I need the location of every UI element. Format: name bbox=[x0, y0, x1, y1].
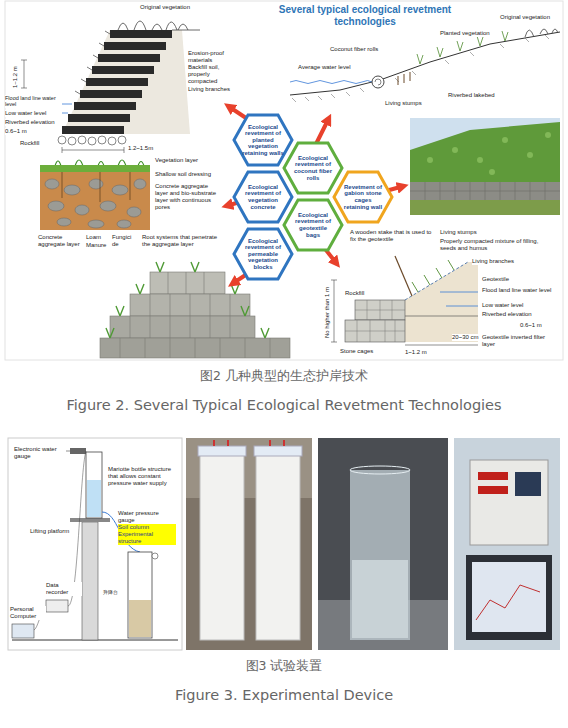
annotation-label: Manure bbox=[86, 242, 106, 249]
annotation-label: Lifting platform bbox=[30, 528, 70, 535]
figure-caption: Figure 3. Experimental Device bbox=[0, 687, 568, 703]
annotation-label: Erosion-proof materials bbox=[188, 50, 238, 64]
hexagon-label: Revetment of gabion stone cages retainin… bbox=[342, 184, 384, 210]
annotation-label: Water pressure gauge bbox=[118, 510, 176, 524]
annotation-label: 0.6~1 m bbox=[5, 128, 27, 135]
annotation-label: Original vegetation bbox=[140, 4, 190, 11]
annotation-label: Mariotte bottle structure that allows co… bbox=[108, 466, 180, 487]
annotation-label: Living stumps bbox=[440, 229, 477, 236]
annotation-label: Flood land line water level bbox=[482, 287, 558, 294]
annotation-label: Low water level bbox=[5, 110, 46, 117]
annotation-label: Rockfill bbox=[20, 140, 39, 147]
annotation-label: Geotextile inverted filter layer bbox=[482, 334, 558, 348]
hexagon-label: Ecological revetment of coconut fiber ro… bbox=[292, 155, 334, 181]
annotation-label: Root systems that penetrate the aggregat… bbox=[142, 234, 222, 248]
hexagon-node: Ecological revetment of coconut fiber ro… bbox=[282, 141, 344, 195]
hexagon-node: Ecological revetment of permeable vegeta… bbox=[232, 227, 294, 281]
hexagon-node: Ecological revetment of vegetation concr… bbox=[232, 170, 294, 224]
annotation-label: Data recorder bbox=[46, 582, 82, 596]
annotation-label: Average water level bbox=[298, 64, 351, 71]
annotation-label: 1~1.2 m bbox=[12, 66, 19, 88]
annotation-label: 1.2~1.5m bbox=[128, 145, 153, 152]
annotation-label: Riverbed lakebed bbox=[448, 92, 495, 99]
annotation-label: Riverbed elevation bbox=[482, 311, 532, 318]
figure-caption: Figure 2. Several Typical Ecological Rev… bbox=[0, 397, 568, 413]
annotation-label: Original vegetation bbox=[500, 14, 550, 21]
hexagon-label: Ecological revetment of permeable vegeta… bbox=[242, 238, 284, 271]
annotation-label: Shallow soil dressing bbox=[155, 171, 211, 178]
annotation-label: Concrete aggregate layer and bio-substra… bbox=[155, 183, 217, 211]
annotation-label: Geotextile bbox=[482, 276, 509, 283]
annotation-label: Coconut fiber rolls bbox=[330, 46, 378, 53]
hexagon-node: Revetment of gabion stone cages retainin… bbox=[332, 170, 394, 224]
annotation-label: Flood land line water level bbox=[5, 95, 61, 108]
annotation-label: Soil column Experimental structure bbox=[118, 524, 176, 545]
figure-title: Several typical ecological revetment tec… bbox=[255, 4, 475, 27]
annotation-label: Living branches bbox=[472, 258, 514, 265]
hexagon-node: Ecological revetment of planted vegetati… bbox=[232, 113, 294, 167]
annotation-label: 1~1.2 m bbox=[405, 349, 427, 356]
annotation-label: Properly compacted mixture of filling, s… bbox=[440, 238, 540, 252]
annotation-label: Living stumps bbox=[385, 100, 422, 107]
annotation-label: Personal Computer bbox=[10, 606, 46, 620]
annotation-label: No higher than 1 m bbox=[324, 287, 331, 338]
annotation-label: Living branches bbox=[188, 86, 238, 93]
annotation-label: Low water level bbox=[482, 302, 523, 309]
annotation-label: Riverbed elevation bbox=[5, 119, 55, 126]
annotation-label: Electronic water gauge bbox=[14, 446, 64, 460]
annotation-label: Backfill soil, properly compacted bbox=[188, 64, 238, 85]
annotation-label: Stone cages bbox=[340, 348, 373, 355]
annotation-label: Fungici de bbox=[112, 234, 136, 248]
figure-caption: 图2 几种典型的生态护岸技术 bbox=[0, 368, 568, 385]
figure-caption: 图3 试验装置 bbox=[0, 658, 568, 675]
hexagon-label: Ecological revetment of vegetation concr… bbox=[242, 184, 284, 210]
annotation-label: Concrete aggregate layer bbox=[38, 234, 80, 248]
hexagon-label: Ecological revetment of planted vegetati… bbox=[242, 124, 284, 157]
annotation-label: Vegetation layer bbox=[155, 157, 198, 164]
annotation-label: Planted vegetation bbox=[440, 30, 490, 37]
annotation-label: Loam bbox=[86, 234, 101, 241]
hexagon-label: Ecological revetment of geotextile bags bbox=[292, 212, 334, 238]
hexagon-node: Ecological revetment of geotextile bags bbox=[282, 198, 344, 252]
annotation-label: 升降台 bbox=[103, 590, 118, 596]
annotation-label: A wooden stake that is used to fix the g… bbox=[350, 229, 434, 243]
annotation-label: 20~30 cm bbox=[452, 334, 479, 341]
annotation-label: Rockfill bbox=[345, 290, 364, 297]
annotation-label: 0.6~1 m bbox=[520, 322, 542, 329]
